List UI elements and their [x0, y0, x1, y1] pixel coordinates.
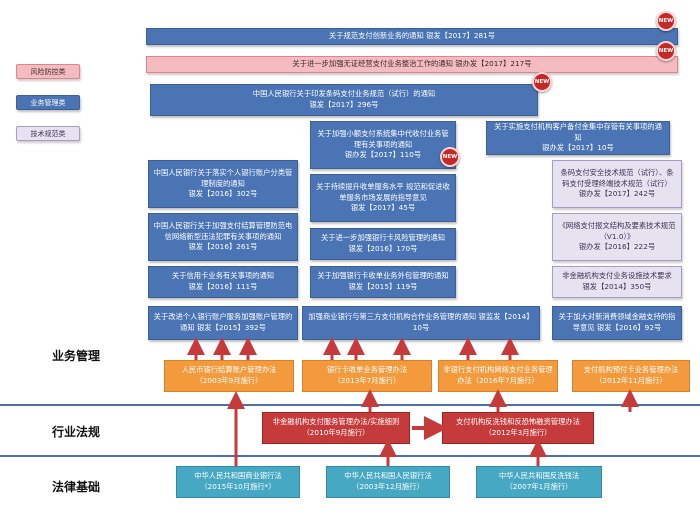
legend-business-management: 业务管理类	[16, 95, 80, 110]
notice-302: 中国人民银行关于落实个人银行账户分类管理制度的通知 银发【2016】302号	[148, 160, 298, 208]
notice-119: 关于加强银行卡收单业务外包管理的通知 银发【2015】119号	[310, 266, 456, 298]
notice-392: 关于改进个人银行账户服务加强账户管理的通知 银发【2015】392号	[148, 306, 298, 340]
measure-online-payment: 非银行支付机构网络支付业务管理办法（2016年7月施行）	[438, 360, 558, 392]
section-industry-regulations: 行业法规	[52, 425, 101, 439]
tech-spec-350: 非金融机构支付业务设施技术要求 银发【2014】350号	[552, 266, 682, 298]
notice-45: 关于持续提升收单服务水平 规范和促进收单服务市场发展的指导意见 银发【2017】…	[310, 174, 456, 222]
measure-rmb-account: 人民币银行结算账户管理办法 （2003年9月施行）	[164, 360, 294, 392]
section-legal-basis: 法律基础	[52, 480, 101, 494]
new-badge-110: NEW	[440, 147, 460, 167]
notice-110: 关于加强小额支付系统集中代收付业务管理有关事项的通知 银办发【2017】110号	[310, 121, 456, 169]
law-anti-money-laundering: 中华人民共和国反洗钱法 （2007年1月施行）	[476, 466, 602, 498]
notice-281: 关于规范支付创新业务的通知 银发【2017】281号	[146, 28, 678, 45]
notice-92: 关于加大对新消费领域金融支持的指导意见 银发【2016】92号	[552, 306, 682, 340]
measure-bankcard-acquiring: 银行卡收单业务管理办法 （2013年7月施行）	[302, 360, 432, 392]
notice-261: 中国人民银行关于加强支付结算管理防范电信网络新型违法犯罪有关事项的通知 银发【2…	[148, 213, 298, 261]
notice-170: 关于进一步加强银行卡风险管理的通知 银发【2016】170号	[310, 228, 456, 260]
notice-111: 关于信用卡业务有关事项的通知 银发【2016】111号	[148, 266, 298, 298]
divider-industry-legal	[0, 455, 700, 457]
tech-spec-242: 条码支付安全技术规范（试行）、条码支付受理终端技术规范（试行） 银办发【2017…	[552, 160, 682, 208]
new-badge-217: NEW	[656, 41, 676, 61]
notice-10: 关于实施支付机构客户备付金集中存管有关事项的通知 银办发【2017】10号	[486, 121, 670, 155]
legend-technical-spec: 技术规范类	[16, 126, 80, 141]
legend-risk-control: 风险防控类	[16, 64, 80, 79]
notice-217: 关于进一步加强无证经营支付业务整治工作的通知 银办发【2017】217号	[146, 56, 678, 73]
regulation-aml-ctf: 支付机构反洗钱和反恐怖融资管理办法 （2012年3月施行）	[442, 412, 594, 444]
notice-yinjianfa-10: 加强商业银行与第三方支付机构合作业务管理的通知 银监发【2014】10号	[302, 306, 540, 340]
tech-spec-222: 《网络支付报文结构及要素技术规范（V1.0）》 银办发【2016】222号	[552, 213, 682, 261]
section-business-management: 业务管理	[52, 349, 101, 363]
notice-296: 中国人民银行关于印发条码支付业务规范（试行）的通知 银发【2017】296号	[150, 84, 538, 116]
new-badge-281: NEW	[656, 11, 676, 31]
divider-business-industry	[0, 404, 700, 406]
law-pboc: 中华人民共和国人民银行法 （2003年12月施行）	[326, 466, 450, 498]
new-badge-296: NEW	[532, 72, 552, 92]
regulation-non-financial-payment: 非金融机构支付服务管理办法/实施细则 （2010年9月施行）	[262, 412, 410, 444]
law-commercial-bank: 中华人民共和国商业银行法 （2015年10月施行*）	[176, 466, 300, 498]
